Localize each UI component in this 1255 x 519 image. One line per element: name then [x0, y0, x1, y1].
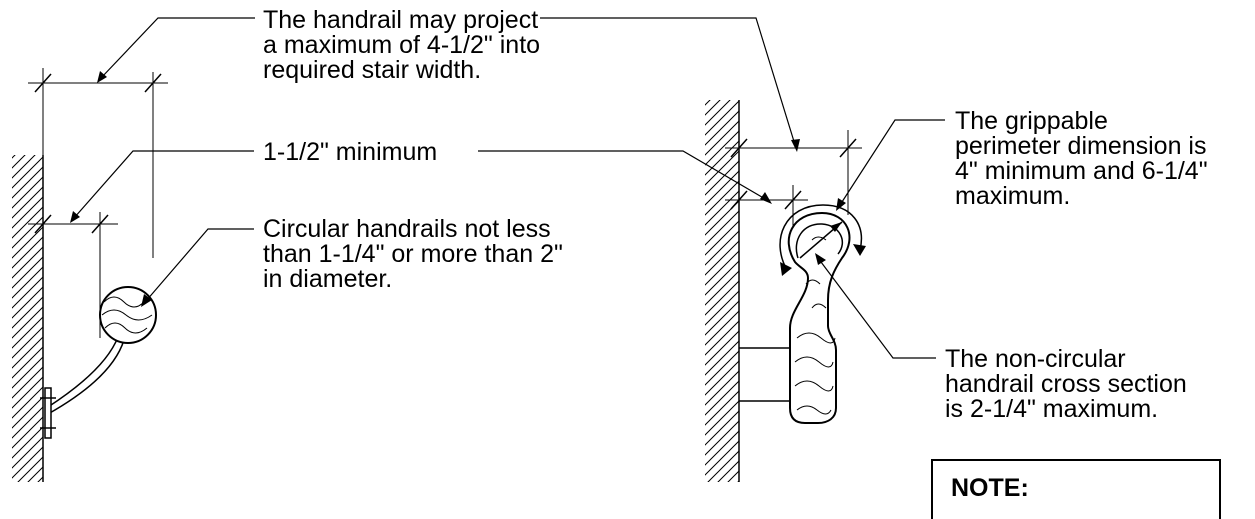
right-projection-tick-left [730, 138, 748, 158]
noncircular-arrowhead [815, 253, 826, 265]
circular-arrowhead [141, 294, 152, 307]
noncircular-callout-line-1: The non-circular [945, 345, 1126, 373]
right-projection-tick-right [839, 138, 857, 158]
noncircular-handrail-profile [787, 211, 851, 424]
perimeter-callout-line-2: perimeter dimension is [955, 132, 1207, 160]
cross-section-arrowhead [830, 222, 842, 232]
perimeter-callout-line-4: maximum. [955, 182, 1071, 210]
perimeter-callout: The grippable perimeter dimension is 4" … [955, 109, 1208, 209]
perimeter-callout-line-1: The grippable [955, 107, 1108, 135]
noncircular-callout: The non-circular handrail cross section … [945, 347, 1187, 422]
rail-bracket [47, 336, 119, 408]
handrail-diagram [12, 17, 945, 482]
clearance-callout: 1-1/2" minimum [263, 140, 437, 165]
right-projection-leader [540, 17, 797, 149]
projection-callout-line-2: a maximum of 4-1/2" into [263, 31, 541, 59]
noncircular-handrail-grain [794, 236, 836, 415]
perimeter-arrow-arc [779, 204, 863, 271]
left-leaders [70, 17, 255, 307]
circular-leader [145, 228, 254, 302]
right-projection-arrowhead [791, 139, 800, 152]
left-wall-hatch [12, 155, 43, 482]
clearance-tick-left [34, 214, 52, 234]
projection-leader [100, 17, 255, 79]
note-box: NOTE: [931, 459, 1221, 519]
perimeter-leader [839, 119, 945, 206]
note-title: NOTE: [951, 474, 1029, 502]
projection-callout-line-1: The handrail may project [263, 6, 539, 34]
projection-callout-line-3: required stair width. [263, 56, 482, 84]
perimeter-arrowhead-right [853, 244, 866, 256]
circular-callout: Circular handrails not less than 1-1/4" … [263, 217, 563, 292]
left-detail [12, 68, 168, 482]
noncircular-leader [817, 257, 936, 359]
clearance-leader [73, 150, 254, 219]
right-leaders [478, 17, 945, 359]
circular-callout-line-3: in diameter. [263, 265, 393, 293]
right-wall-hatch [705, 100, 739, 482]
right-clearance-leader [478, 150, 768, 201]
right-clearance-tick-right [784, 190, 802, 210]
noncircular-grip-inner [795, 223, 843, 259]
clearance-callout-line-1: 1-1/2" minimum [263, 138, 438, 166]
right-clearance-tick-left [730, 190, 748, 210]
noncircular-callout-line-3: is 2-1/4" maximum. [945, 395, 1159, 423]
perimeter-arrowhead [836, 198, 846, 211]
circular-callout-line-2: than 1-1/4" or more than 2" [263, 240, 563, 268]
right-clearance-arrowhead [760, 192, 772, 204]
projection-arrowhead [97, 71, 107, 83]
wall-plate [44, 387, 52, 439]
rail-bracket-inner [47, 339, 125, 415]
projection-callout: The handrail may project a maximum of 4-… [263, 8, 540, 83]
circular-callout-line-1: Circular handrails not less [263, 215, 551, 243]
clearance-arrowhead [70, 211, 80, 223]
perimeter-arrowhead-left [780, 262, 792, 276]
projection-tick-left [34, 73, 52, 93]
perimeter-callout-line-3: 4" minimum and 6-1/4" [955, 157, 1208, 185]
noncircular-callout-line-2: handrail cross section [945, 370, 1187, 398]
projection-tick-right [144, 73, 162, 93]
circular-handrail-grain [101, 296, 153, 334]
right-detail [705, 100, 866, 482]
clearance-tick-right [91, 214, 109, 234]
circular-handrail [99, 286, 157, 344]
